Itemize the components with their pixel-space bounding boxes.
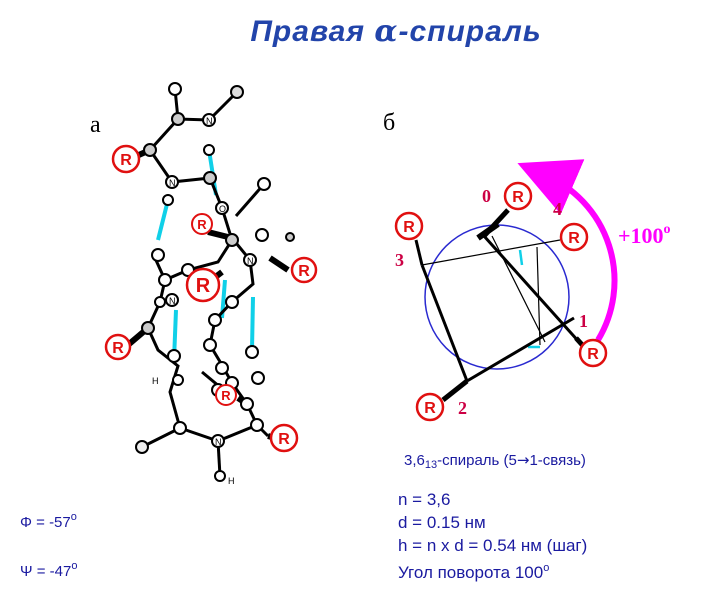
r-markers-b: R R R R R	[394, 181, 608, 422]
helix-parameters: n = 3,6 d = 0.15 нм h = n x d = 0.54 нм …	[398, 488, 587, 584]
param-turn: Угол поворота 100o	[398, 562, 550, 582]
vertex-label-1: 1	[579, 311, 588, 331]
svg-text:N: N	[215, 437, 222, 447]
svg-text:R: R	[196, 275, 211, 297]
page-title: Правая α-спираль	[250, 14, 542, 49]
r-marker: R	[559, 222, 589, 252]
r-marker: R	[578, 338, 608, 368]
param-n: n = 3,6	[398, 490, 451, 509]
svg-text:R: R	[568, 230, 580, 247]
oxygen-atom	[168, 82, 182, 96]
svg-text:R: R	[278, 431, 290, 448]
svg-text:R: R	[221, 388, 231, 403]
svg-text:N: N	[247, 256, 254, 266]
n-atom-label: N	[206, 116, 213, 126]
svg-text:N: N	[169, 178, 176, 188]
svg-text:R: R	[112, 340, 124, 357]
r-marker: R	[503, 181, 533, 211]
r-marker: R	[215, 384, 237, 406]
svg-text:N: N	[169, 296, 176, 306]
r-marker: R	[104, 333, 132, 361]
param-d: d = 0.15 нм	[398, 513, 486, 532]
svg-text:H: H	[228, 476, 235, 486]
vertex-label-4: 4	[553, 199, 562, 219]
helix-caption: 3,613-спираль (5→1-связь)	[404, 451, 586, 471]
psi-angle: Ψ = -47o	[20, 560, 78, 580]
r-marker: R	[269, 423, 299, 453]
vertex-label-3: 3	[395, 250, 404, 270]
svg-text:R: R	[298, 263, 310, 280]
phi-angle: Φ = -57o	[20, 511, 77, 531]
rotation-arc	[517, 159, 618, 342]
vertex-label-2: 2	[458, 398, 467, 418]
r-marker: R	[191, 213, 213, 235]
helical-wheel	[414, 159, 618, 402]
svg-text:R: R	[587, 346, 599, 363]
svg-text:R: R	[424, 400, 436, 417]
vertex-label-0: 0	[482, 186, 491, 206]
r-marker: R	[111, 144, 141, 174]
r-marker: R	[394, 211, 424, 241]
svg-text:R: R	[512, 189, 524, 206]
svg-text:R: R	[403, 219, 415, 236]
r-marker: R	[415, 392, 445, 422]
svg-text:H: H	[152, 376, 159, 386]
panel-b-label: б	[383, 110, 396, 136]
vertex-labels: 0 1 2 3 4	[395, 186, 588, 418]
r-markers-a: R R R R R R R	[104, 144, 318, 453]
r-marker: R	[290, 256, 318, 284]
param-h: h = n x d = 0.54 нм (шаг)	[398, 536, 588, 555]
svg-text:O: O	[219, 204, 226, 214]
nitrogen-atom	[202, 113, 216, 127]
atom-letters: N N O N N N H H	[152, 116, 254, 486]
panel-a-label: а	[90, 112, 101, 138]
svg-text:R: R	[197, 217, 207, 232]
r-marker: R	[185, 267, 221, 303]
svg-text:R: R	[120, 152, 132, 169]
rotation-value: +100o	[618, 222, 671, 248]
